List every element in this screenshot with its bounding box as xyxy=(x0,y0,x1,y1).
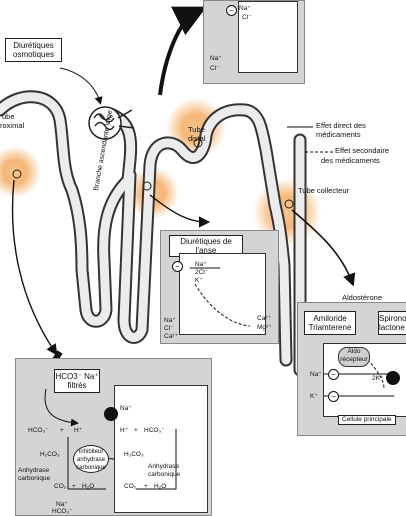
anse-panel: Diurétiques de l'anse − Na⁺ 2Cl⁻ K⁺ Na⁺ … xyxy=(160,230,279,344)
anhydrase-left-2: carbonique xyxy=(18,475,50,483)
prox-h2o: H₂O xyxy=(82,483,94,491)
proximal-panel: HCO3⁻ Na⁺ filtrés Na⁺ HCO₃⁻ + H⁺ H⁺ + HC… xyxy=(15,358,212,516)
legend-direct-1: Effet direct des xyxy=(316,121,366,130)
anse-cl-bottom: Cl⁻ xyxy=(164,325,174,333)
anse-na-bottom: Na⁺ xyxy=(164,317,176,325)
tube-proximal-label-2: roximal xyxy=(0,121,24,130)
amiloride-box: Amiloride Triamterene xyxy=(304,311,356,335)
prox-co2-cell: CO₂ xyxy=(124,483,136,491)
enac-channel: − xyxy=(328,369,339,380)
prox-na-top: Na⁺ xyxy=(120,405,132,413)
inhibitor-bubble: Inhibiteur anhydrase carbonique xyxy=(73,445,109,473)
prox-plus-3: + xyxy=(72,483,76,491)
prox-hco3-bottom: HCO₃⁻ xyxy=(52,508,73,516)
prox-hco3-cell: HCO₃⁻ xyxy=(144,427,165,435)
distal-transporter: − xyxy=(226,5,237,16)
legend-secondary-2: des médicaments xyxy=(321,156,380,165)
prox-h2o-cell: H₂O xyxy=(154,483,166,491)
prox-plus-2: + xyxy=(134,427,138,435)
arrow-osmotic xyxy=(60,68,100,102)
anse-na: Na⁺ xyxy=(195,261,207,269)
distal-cl-bottom: Cl⁻ xyxy=(210,65,220,73)
anse-2cl: 2Cl⁻ xyxy=(195,269,208,277)
anse-ca: Ca²⁺ xyxy=(257,315,271,323)
distal-cl: Cl⁻ xyxy=(242,14,252,22)
aldosterone-label: Aldostérone xyxy=(342,293,382,302)
collector-panel: Amiloride Triamterene Spirono lactone Al… xyxy=(297,302,406,436)
legend-direct-2: médicaments xyxy=(316,130,361,139)
prox-h2co3: H₂CO₃ xyxy=(40,451,60,459)
anse-mg: Mg²⁺ xyxy=(257,324,272,332)
tube-distal-label-2: distal xyxy=(188,134,206,143)
tube-collecteur-label: Tube collecteur xyxy=(298,186,349,195)
cellule-principale-label: Cellule principale xyxy=(338,415,396,425)
prox-hco3: HCO₃⁻ xyxy=(28,427,49,435)
nhe-transporter xyxy=(104,407,118,421)
osmotic-label: Diurétiques osmotiques xyxy=(5,38,62,62)
legend-secondary-1: Effet secondaire xyxy=(335,146,389,155)
proximal-reactions xyxy=(16,359,211,515)
spironolactone-box: Spirono lactone xyxy=(378,311,406,335)
collector-2k: 2K⁺ xyxy=(372,375,383,383)
distal-panel: − Na⁺ Cl⁻ Na⁺ Cl⁻ xyxy=(203,0,305,84)
na-k-pump xyxy=(386,371,400,385)
distal-na: Na⁺ xyxy=(239,5,251,13)
romk-channel: − xyxy=(328,391,339,402)
anse-transporter: − xyxy=(172,261,183,272)
aldo-receptor: Aldo récepteur xyxy=(338,347,370,367)
anse-k: K⁺ xyxy=(195,277,203,285)
prox-plus-4: + xyxy=(144,483,148,491)
anhydrase-right-2: carbonique xyxy=(148,471,180,479)
tube-distal-label-1: Tube xyxy=(188,125,205,134)
distal-na-bottom: Na⁺ xyxy=(210,55,222,63)
tube-proximal-label-1: ube xyxy=(2,112,15,121)
prox-plus-1: + xyxy=(60,427,64,435)
arrow-to-proximal-panel xyxy=(13,180,55,352)
collector-k: K⁺ xyxy=(310,393,318,401)
anse-cell-arrows xyxy=(180,254,265,334)
prox-co2: CO₂ xyxy=(54,483,66,491)
prox-h2co3-cell: H₂CO₃ xyxy=(124,451,144,459)
anse-ca-bottom: Ca²⁺ xyxy=(164,333,178,341)
anse-cell xyxy=(179,253,266,335)
prox-h-cell: H⁺ xyxy=(120,427,128,435)
anhydrase-right-1: Anhydrase xyxy=(148,463,179,471)
prox-h: H⁺ xyxy=(74,427,82,435)
anhydrase-left-1: Anhydrase xyxy=(18,467,49,475)
collector-na: Na⁺ xyxy=(310,371,322,379)
arrow-to-distal-panel xyxy=(160,12,196,95)
